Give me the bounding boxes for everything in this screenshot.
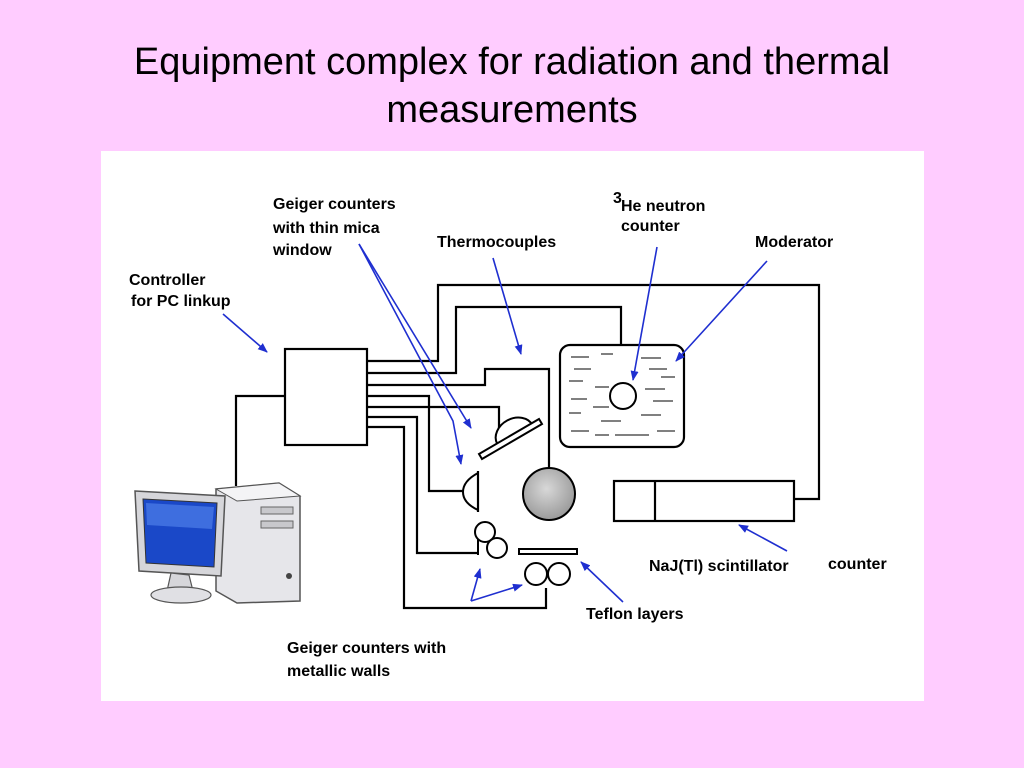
title-line-1: Equipment complex for radiation and ther… xyxy=(133,41,891,83)
label-geiger-metal-1: Geiger counters with xyxy=(287,640,446,657)
pc-computer-icon xyxy=(134,482,302,604)
label-geiger-mica-2: with thin mica xyxy=(272,220,380,237)
label-controller-1: Controller xyxy=(129,272,205,289)
moderator-texture xyxy=(569,353,675,436)
label-he-line-2: counter xyxy=(621,218,680,235)
geiger-metallic-upper xyxy=(474,521,508,559)
mica-plate xyxy=(477,417,544,461)
label-geiger-mica-1: Geiger counters xyxy=(273,196,396,213)
label-geiger-metal-2: metallic walls xyxy=(287,663,390,680)
label-moderator: Moderator xyxy=(755,234,833,251)
moderator-block xyxy=(558,343,686,449)
label-geiger-mica-3: window xyxy=(272,242,332,259)
label-he-superscript: 3 xyxy=(613,190,622,207)
controller-box xyxy=(283,347,369,447)
geiger-mica-counter-side xyxy=(461,471,480,512)
label-controller-2: for PC linkup xyxy=(131,293,231,310)
equipment-diagram: Geiger counters with thin mica window Th… xyxy=(129,190,887,680)
label-teflon-layers: Teflon layers xyxy=(586,606,684,623)
label-thermocouples: Thermocouples xyxy=(437,234,556,251)
he3-counter-tube xyxy=(609,382,637,410)
teflon-layer xyxy=(518,548,578,555)
geiger-metallic-lower xyxy=(524,562,571,586)
naj-scintillator xyxy=(612,479,796,523)
sample-sphere xyxy=(522,467,576,521)
annotation-arrows xyxy=(222,243,788,603)
diagram-panel: Geiger counters with thin mica window Th… xyxy=(101,151,924,701)
label-he-line-1: He neutron xyxy=(621,198,705,215)
label-counter: counter xyxy=(828,556,887,573)
slide-title: Equipment complex for radiation and ther… xyxy=(0,38,1024,134)
title-line-2: measurements xyxy=(386,89,638,131)
label-naj-scintillator: NaJ(Tl) scintillator xyxy=(649,558,789,575)
